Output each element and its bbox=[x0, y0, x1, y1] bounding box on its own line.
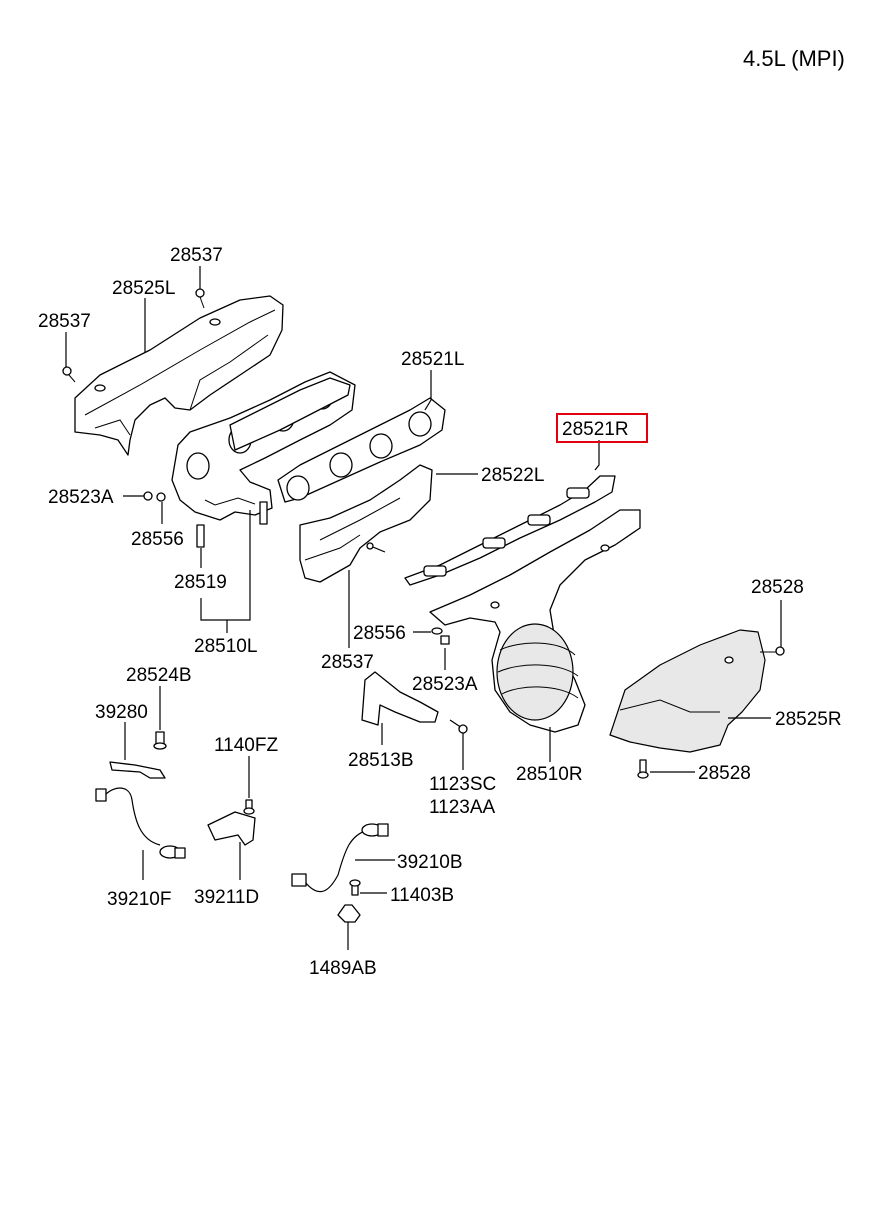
label-28523A-left[interactable]: 28523A bbox=[48, 487, 114, 508]
gasket-right[interactable] bbox=[404, 475, 616, 586]
bracket-39211D[interactable] bbox=[207, 811, 256, 846]
engine-spec-title: 4.5L (MPI) bbox=[743, 46, 845, 71]
bolt-28537-mid-icon bbox=[366, 542, 386, 553]
heat-shield-right[interactable] bbox=[609, 629, 766, 753]
bolt-28528-top-icon bbox=[760, 646, 785, 656]
oxygen-sensor-39210B[interactable] bbox=[291, 823, 389, 893]
bolt-1123SC-icon bbox=[449, 719, 468, 734]
bolt-11403B-icon bbox=[349, 879, 361, 896]
label-28523A-mid[interactable]: 28523A bbox=[412, 674, 478, 695]
label-28521R[interactable]: 28521R bbox=[562, 419, 629, 440]
label-1140FZ[interactable]: 1140FZ bbox=[214, 735, 278, 756]
label-28524B[interactable]: 28524B bbox=[126, 665, 192, 686]
label-28528-top[interactable]: 28528 bbox=[751, 577, 804, 598]
label-28537-top[interactable]: 28537 bbox=[170, 245, 223, 266]
highlight-box-28521R bbox=[556, 413, 648, 443]
label-28522L[interactable]: 28522L bbox=[481, 465, 544, 486]
label-28556-left[interactable]: 28556 bbox=[131, 529, 184, 550]
label-1123AA[interactable]: 1123AA bbox=[429, 797, 496, 818]
label-28519[interactable]: 28519 bbox=[174, 572, 227, 593]
part-labels: 28537 28525L 28537 28521L 28521R 28522L … bbox=[38, 245, 842, 979]
label-1123SC[interactable]: 1123SC bbox=[429, 774, 496, 795]
gasket-left[interactable] bbox=[229, 377, 446, 503]
bolt-28537-left-icon bbox=[62, 366, 76, 383]
label-28521L[interactable]: 28521L bbox=[401, 349, 464, 370]
leader-lines bbox=[65, 266, 782, 950]
label-39210F[interactable]: 39210F bbox=[107, 889, 171, 910]
stud-28519-icon bbox=[196, 501, 268, 548]
nut-28523A-mid-icon bbox=[440, 635, 450, 645]
bolt-1140FZ-icon bbox=[243, 799, 255, 815]
label-28537-left[interactable]: 28537 bbox=[38, 311, 91, 332]
label-28510L[interactable]: 28510L bbox=[194, 636, 257, 657]
bolt-28528-bot-icon bbox=[637, 759, 649, 779]
label-28556-mid[interactable]: 28556 bbox=[353, 623, 406, 644]
bracket-39280[interactable] bbox=[109, 761, 166, 779]
washer-28556-left-icon bbox=[156, 492, 166, 502]
label-28510R[interactable]: 28510R bbox=[516, 764, 583, 785]
exhaust-manifold-right[interactable] bbox=[429, 509, 641, 733]
washer-28556-mid-icon bbox=[431, 627, 443, 635]
nut-28523A-left-icon bbox=[143, 491, 153, 501]
label-11403B[interactable]: 11403B bbox=[390, 885, 454, 906]
bracket-28513B[interactable] bbox=[361, 671, 439, 726]
label-28513B[interactable]: 28513B bbox=[348, 750, 414, 771]
clamp-1489AB-icon bbox=[337, 904, 361, 923]
label-39211D[interactable]: 39211D bbox=[194, 887, 259, 908]
label-28528-bot[interactable]: 28528 bbox=[698, 763, 751, 784]
bolt-28524B-icon bbox=[153, 731, 167, 750]
label-28537-mid[interactable]: 28537 bbox=[321, 652, 374, 673]
label-39280[interactable]: 39280 bbox=[95, 702, 148, 723]
label-39210B[interactable]: 39210B bbox=[397, 852, 463, 873]
oxygen-sensor-39210F[interactable] bbox=[95, 787, 186, 859]
label-28525L[interactable]: 28525L bbox=[112, 278, 175, 299]
bolt-28537-top-icon bbox=[195, 288, 205, 309]
heat-shield-left[interactable] bbox=[74, 295, 284, 456]
label-28525R[interactable]: 28525R bbox=[775, 709, 842, 730]
heat-shield-28522L[interactable] bbox=[299, 464, 433, 583]
label-1489AB[interactable]: 1489AB bbox=[309, 958, 377, 979]
